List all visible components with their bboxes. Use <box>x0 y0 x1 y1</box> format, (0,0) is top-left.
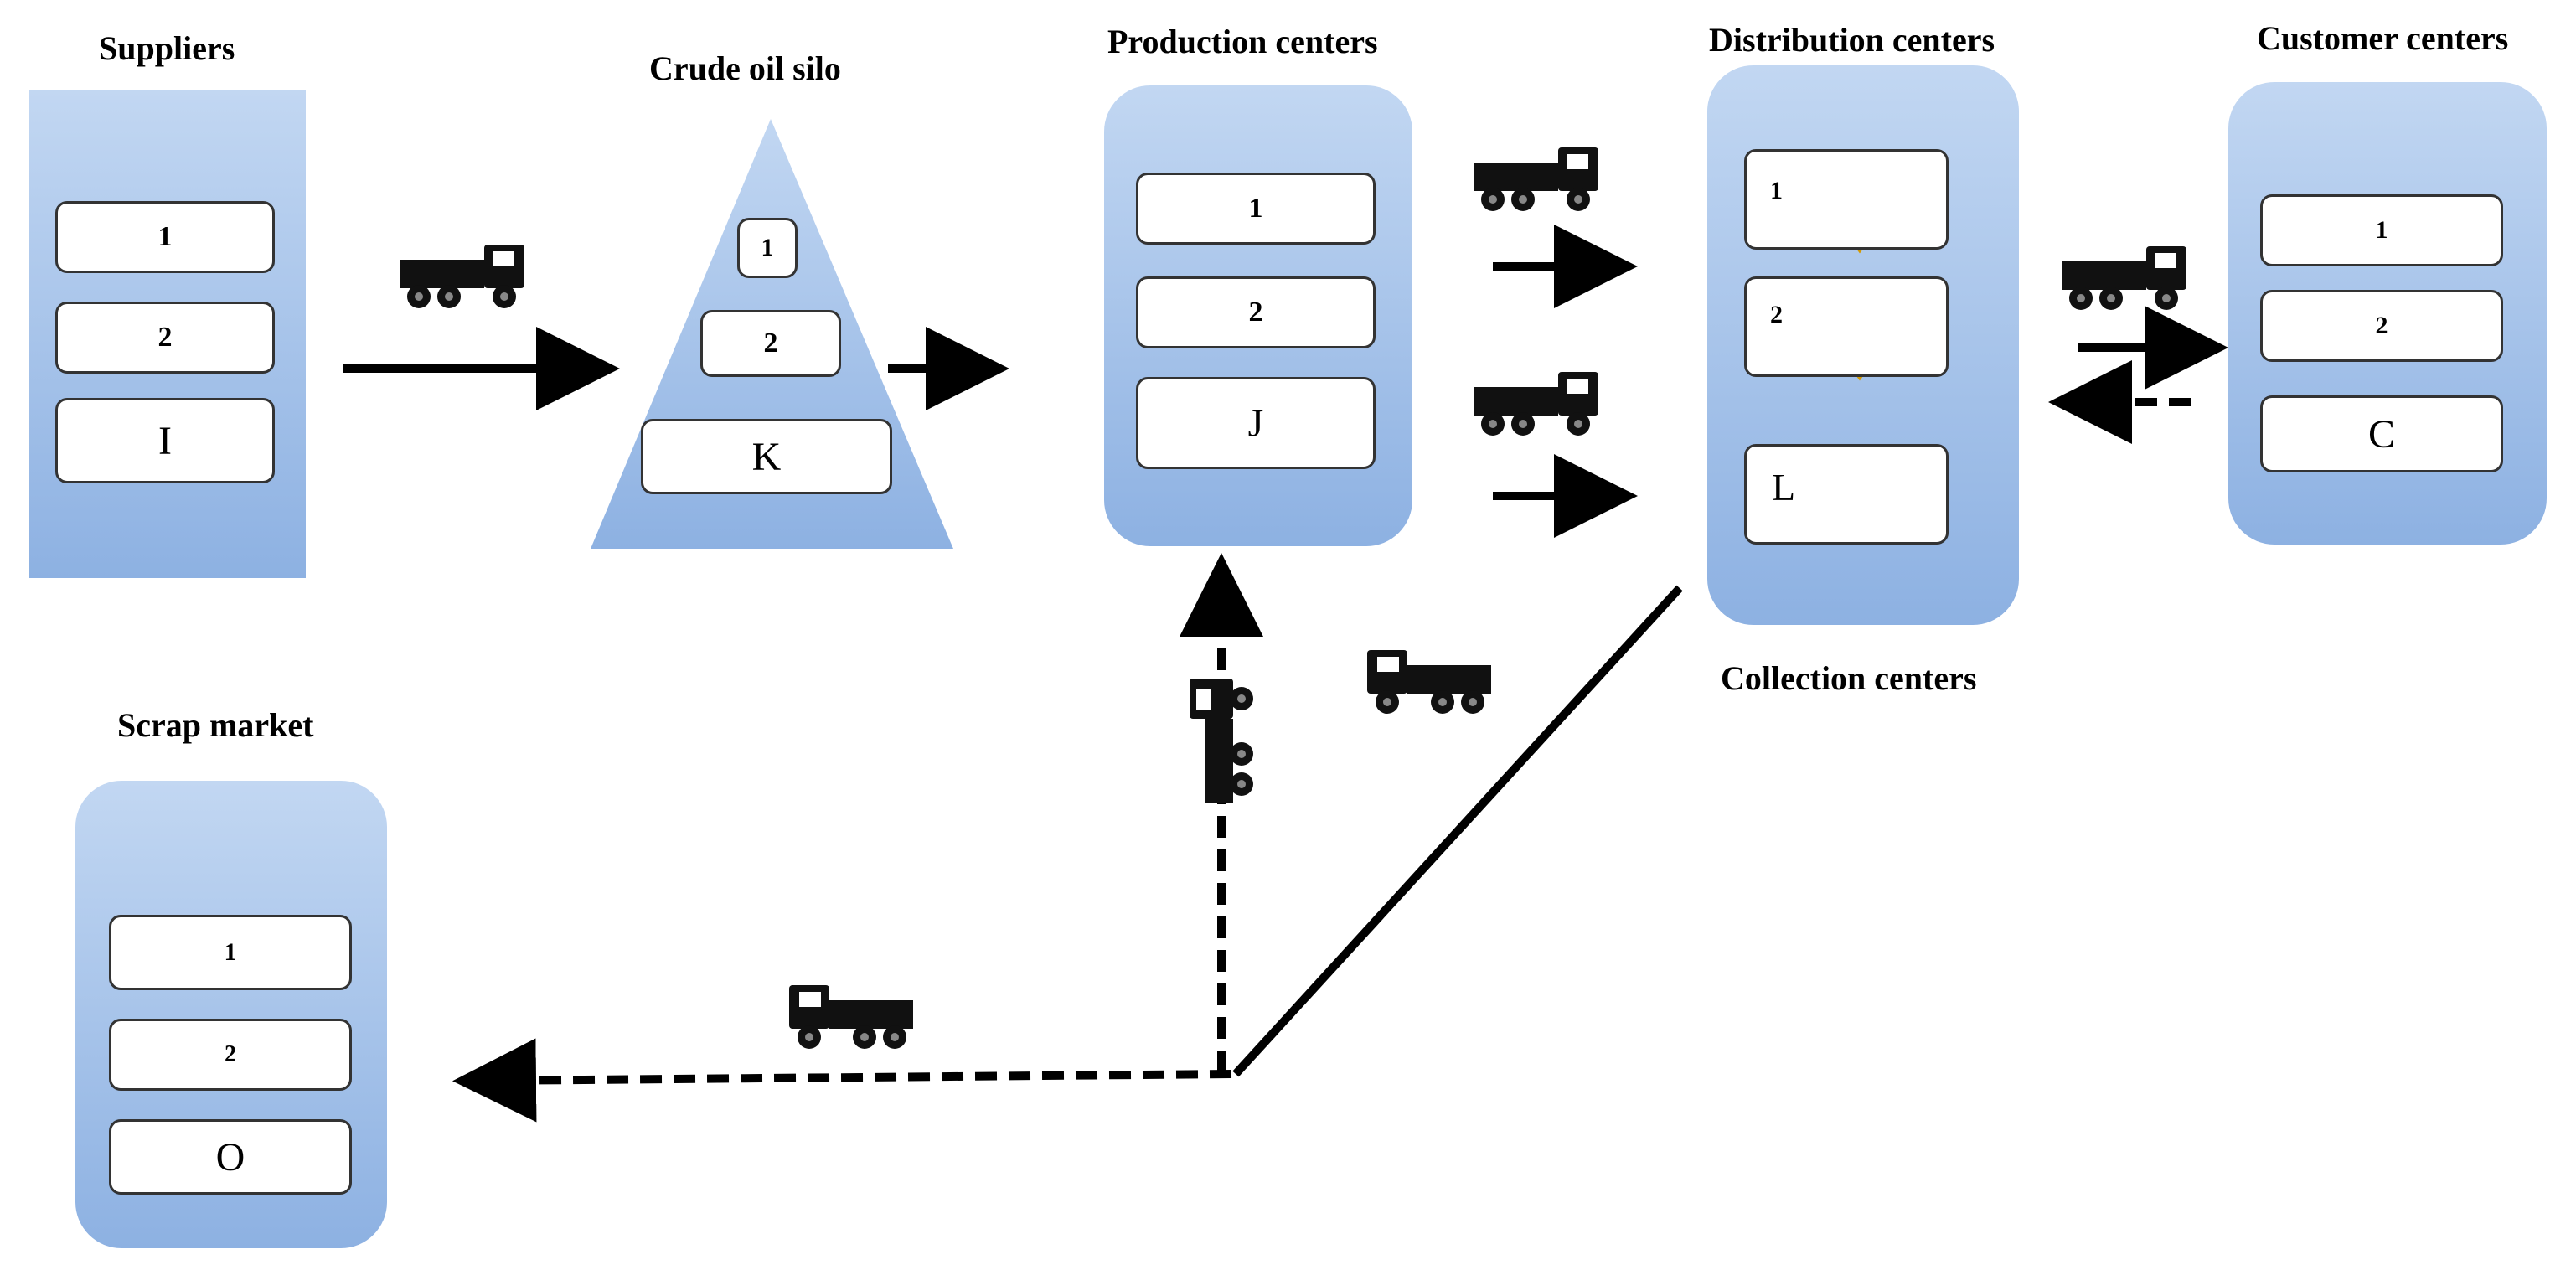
suppliers-title: Suppliers <box>99 29 235 67</box>
silo-item: 2 <box>700 310 841 377</box>
distribution-item: 2 <box>1744 276 1949 377</box>
distribution-item: L <box>1744 444 1949 545</box>
truck-icon <box>2062 246 2186 310</box>
truck-icon <box>1474 372 1598 436</box>
truck-icon <box>1190 679 1253 803</box>
distribution-item-label: 1 <box>1770 177 1783 204</box>
truck-icon <box>400 245 524 308</box>
production-item: 1 <box>1136 173 1376 245</box>
silo-item: K <box>641 419 892 494</box>
scrap-item: O <box>109 1119 352 1195</box>
distribution-item-label: 2 <box>1770 301 1783 328</box>
suppliers-item: 1 <box>55 201 275 273</box>
suppliers-item: 2 <box>55 302 275 374</box>
production-title: Production centers <box>1107 23 1378 60</box>
distribution-item-label: L <box>1772 466 1796 509</box>
truck-icon <box>1474 147 1598 211</box>
distribution-title: Distribution centers <box>1709 21 1995 59</box>
production-item: J <box>1136 377 1376 469</box>
silo-title: Crude oil silo <box>649 49 841 87</box>
arrow-collection-to-scrap <box>452 1038 1232 1123</box>
customer-item: C <box>2260 395 2503 472</box>
distribution-item: 1 <box>1744 149 1949 250</box>
customer-item: 2 <box>2260 290 2503 362</box>
silo-item: 1 <box>737 218 798 278</box>
customers-title: Customer centers <box>2257 19 2509 57</box>
customer-item: 1 <box>2260 194 2503 266</box>
scrap-item: 2 <box>109 1019 352 1091</box>
production-item: 2 <box>1136 276 1376 348</box>
collection-title: Collection centers <box>1721 659 1977 697</box>
truck-icon <box>1367 650 1491 714</box>
line-collection-diagonal <box>1232 585 1683 1077</box>
suppliers-item: I <box>55 398 275 483</box>
scrap-item: 1 <box>109 915 352 990</box>
scrap-title: Scrap market <box>117 706 314 744</box>
truck-icon <box>789 985 913 1049</box>
